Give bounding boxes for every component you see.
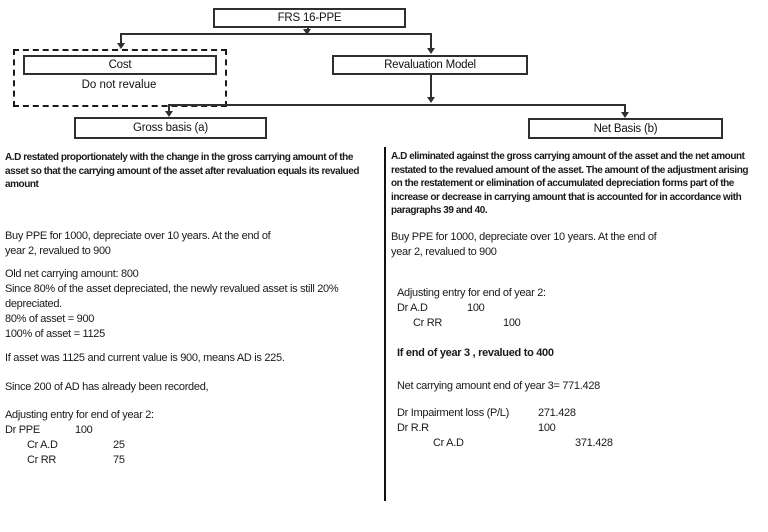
node-frs16-ppe: FRS 16-PPE bbox=[213, 8, 406, 28]
net-year3-carrying-amount: Net carrying amount end of year 3= 771.4… bbox=[397, 379, 600, 392]
connector-line bbox=[624, 104, 626, 112]
journal-row: Dr A.D 100 bbox=[397, 301, 765, 316]
journal-account: Cr RR bbox=[413, 316, 443, 329]
gross-workings: Old net carrying amount: 800 Since 80% o… bbox=[5, 267, 339, 340]
node-cost: Cost bbox=[23, 55, 217, 75]
journal-account: Cr A.D bbox=[433, 436, 464, 449]
node-net-basis: Net Basis (b) bbox=[528, 118, 723, 139]
gross-basis-panel: A.D restated proportionately with the ch… bbox=[5, 151, 383, 468]
journal-account: Cr RR bbox=[27, 453, 57, 466]
journal-amount: 100 bbox=[503, 316, 521, 329]
journal-row: Cr RR 100 bbox=[397, 316, 765, 331]
arrow-down-icon bbox=[117, 43, 125, 49]
arrow-down-icon bbox=[303, 29, 311, 35]
arrow-down-icon bbox=[427, 48, 435, 54]
journal-account: Dr Impairment loss (P/L) bbox=[397, 406, 509, 419]
gross-scenario: Buy PPE for 1000, depreciate over 10 yea… bbox=[5, 229, 271, 257]
connector-line bbox=[120, 33, 122, 43]
net-journal-entry-year3: Dr Impairment loss (P/L) 271.428 Dr R.R … bbox=[391, 406, 765, 451]
net-scenario: Buy PPE for 1000, depreciate over 10 yea… bbox=[391, 230, 657, 258]
journal-row: Cr A.D 371.428 bbox=[397, 436, 765, 451]
journal-row: Dr PPE 100 bbox=[5, 423, 383, 438]
journal-row: Dr Impairment loss (P/L) 271.428 bbox=[397, 406, 765, 421]
journal-amount: 271.428 bbox=[538, 406, 576, 419]
connector-line bbox=[168, 104, 170, 111]
gross-journal-title: Adjusting entry for end of year 2: bbox=[5, 408, 154, 421]
journal-row: Cr RR 75 bbox=[5, 453, 383, 468]
net-year3-note: If end of year 3 , revalued to 400 bbox=[397, 346, 554, 359]
connector-line bbox=[120, 33, 431, 35]
cost-note: Do not revalue bbox=[81, 79, 157, 91]
gross-conclusion-1: If asset was 1125 and current value is 9… bbox=[5, 351, 285, 364]
journal-account: Cr A.D bbox=[27, 438, 58, 451]
connector-line bbox=[168, 104, 626, 106]
arrow-down-icon bbox=[165, 111, 173, 117]
journal-account: Dr PPE bbox=[5, 423, 40, 436]
arrow-down-icon bbox=[621, 112, 629, 118]
journal-amount: 100 bbox=[75, 423, 93, 436]
node-revaluation-model: Revaluation Model bbox=[332, 55, 528, 75]
arrow-down-icon bbox=[427, 97, 435, 103]
connector-line bbox=[430, 33, 432, 48]
journal-amount: 100 bbox=[538, 421, 556, 434]
net-basis-panel: A.D eliminated against the gross carryin… bbox=[391, 150, 765, 451]
node-gross-basis: Gross basis (a) bbox=[74, 117, 267, 139]
gross-journal-entry: Dr PPE 100 Cr A.D 25 Cr RR 75 bbox=[5, 423, 383, 468]
net-journal-entry-year2: Dr A.D 100 Cr RR 100 bbox=[391, 301, 765, 331]
journal-account: Dr R.R bbox=[397, 421, 429, 434]
journal-amount: 25 bbox=[113, 438, 125, 451]
gross-basis-description: A.D restated proportionately with the ch… bbox=[5, 152, 359, 190]
net-basis-description: A.D eliminated against the gross carryin… bbox=[391, 151, 749, 216]
journal-amount: 100 bbox=[467, 301, 485, 314]
journal-amount: 75 bbox=[113, 453, 125, 466]
journal-row: Dr R.R 100 bbox=[397, 421, 765, 436]
journal-account: Dr A.D bbox=[397, 301, 428, 314]
journal-amount: 371.428 bbox=[575, 436, 613, 449]
connector-line bbox=[307, 26, 309, 30]
journal-row: Cr A.D 25 bbox=[5, 438, 383, 453]
net-journal1-title: Adjusting entry for end of year 2: bbox=[397, 286, 546, 299]
column-divider bbox=[384, 147, 386, 501]
connector-line bbox=[430, 73, 432, 97]
gross-conclusion-2: Since 200 of AD has already been recorde… bbox=[5, 380, 209, 393]
